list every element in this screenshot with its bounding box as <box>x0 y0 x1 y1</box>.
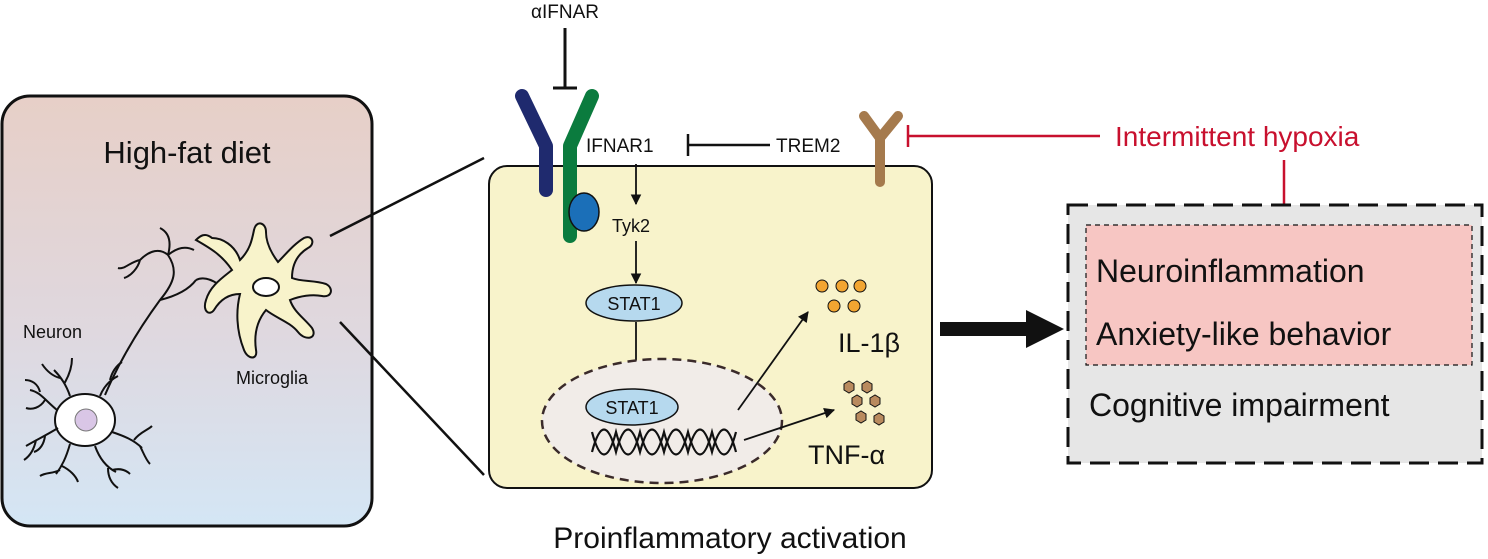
high-fat-diet-title: High-fat diet <box>103 135 271 170</box>
neuron-label: Neuron <box>23 322 82 342</box>
stat1-cytoplasm-icon <box>585 284 683 322</box>
microglia-illustration <box>194 222 332 359</box>
proinflammatory-activation-caption: Proinflammatory activation <box>553 522 906 555</box>
tyk2-label: Tyk2 <box>612 216 650 236</box>
trem2-label: TREM2 <box>776 136 840 157</box>
stat1-cytoplasm-label: STAT1 <box>607 294 660 314</box>
arrow-to-il1b <box>737 311 809 411</box>
ifnar-receptor-icon <box>515 89 600 243</box>
trem2-receptor-icon <box>859 111 903 187</box>
intermittent-hypoxia-label: Intermittent hypoxia <box>1115 121 1360 152</box>
il1b-molecules-icon <box>815 279 867 313</box>
anti-ifnar-label: αIFNAR <box>531 2 599 23</box>
stat1-nucleus-label: STAT1 <box>605 398 658 418</box>
tnfa-molecules-icon <box>843 380 885 426</box>
neuron-nucleus <box>74 408 98 432</box>
zoom-line-top <box>329 156 485 238</box>
dna-icon <box>590 427 738 457</box>
outcome-cognitive-impairment: Cognitive impairment <box>1089 387 1390 423</box>
tnfa-label: TNF-α <box>808 440 885 470</box>
high-fat-diet-panel: High-fat diet Neuron Microg <box>0 94 374 528</box>
stat1-nucleus-icon <box>585 388 679 426</box>
neuron-illustration <box>23 227 219 489</box>
tyk2-icon <box>568 192 600 232</box>
outcome-neuroinflammation: Neuroinflammation <box>1096 253 1365 289</box>
outcomes-highlight-box <box>1085 224 1473 366</box>
ifnar1-label: IFNAR1 <box>586 136 654 157</box>
microglia-nucleus <box>252 277 280 297</box>
outcome-anxiety-like-behavior: Anxiety-like behavior <box>1096 316 1392 352</box>
big-arrow-to-outcomes <box>940 310 1064 348</box>
outcomes-box <box>1066 203 1484 465</box>
arrow-to-tnfa <box>743 407 836 441</box>
il1b-label: IL-1β <box>838 328 900 358</box>
zoom-line-bottom <box>339 321 485 476</box>
microglia-label: Microglia <box>236 368 309 388</box>
